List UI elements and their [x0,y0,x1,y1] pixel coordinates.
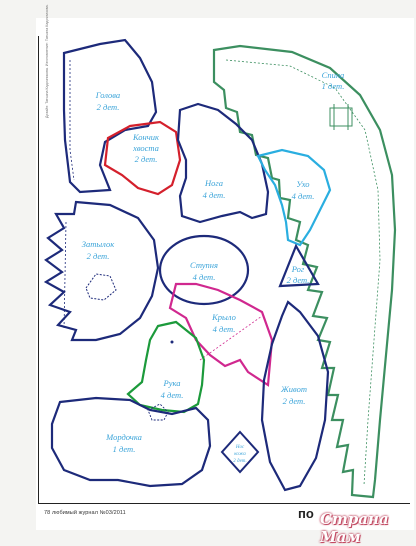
piece-noga-count: 4 дет. [203,190,226,200]
piece-noga-label: Нога [204,178,223,188]
piece-rog-count: 2 дет. [287,275,310,285]
piece-mordochka-outline [50,396,212,488]
piece-stupnya-outline [158,234,250,306]
piece-ruka-label: Рука [163,378,181,388]
piece-konchik-outline [103,120,182,196]
piece-spina-fold [225,59,381,486]
sheet-bottom-border [38,503,410,504]
piece-krylo-outline [168,282,274,387]
piece-zatylok-notch [85,273,117,301]
piece-golova-outline [62,38,158,194]
piece-krylo-count: 4 дет. [213,324,236,334]
piece-zhivot-label: Живот [280,384,307,394]
piece-mordochka-label: Мордочка [105,432,142,442]
piece-zhivot-count: 2 дет. [283,396,306,406]
piece-nos-outline [220,430,260,474]
piece-nos-label-2: кожа [234,452,246,457]
piece-ukho-outline [256,148,332,247]
piece-spina-count: 1 дет. [322,81,345,91]
watermark-logo: Страна Мам [320,510,389,546]
piece-stupnya-count: 4 дет. [193,272,216,282]
piece-zhivot-outline [260,300,330,492]
piece-konchik-count: 2 дет. [135,154,158,164]
piece-mordochka-inner [147,403,169,421]
piece-rog-outline [278,243,320,288]
piece-zatylok-label: Затылок [82,239,115,249]
piece-nos-count: 2 дет. [233,459,246,464]
piece-krylo-seam [199,315,263,361]
footer-brand: по [298,506,314,521]
piece-ukho-count: 4 дет. [292,191,315,201]
piece-konchik-label-2: хвоста [132,143,159,153]
piece-spina-label: Спина [322,70,345,80]
piece-ruka-outline [126,320,206,414]
piece-ruka-dot [170,340,174,344]
piece-nos-label-1: Нос [235,445,245,450]
piece-golova-label: Голова [95,90,120,100]
piece-konchik-label-1: Кончик [132,132,160,142]
piece-ukho-label: Ухо [296,179,309,189]
piece-mordochka-count: 1 дет. [113,444,136,454]
sheet-left-border [38,36,39,504]
piece-noga-outline [176,102,270,224]
piece-golova-count: 2 дет. [97,102,120,112]
piece-krylo-label: Крыло [211,312,236,322]
piece-spina-outline [212,44,397,499]
piece-zatylok-count: 2 дет. [87,251,110,261]
piece-stupnya-label: Ступня [190,260,218,270]
piece-ruka-count: 4 дет. [161,390,184,400]
page-footer-text: 78 любимый журнал №03/2011 [44,510,126,516]
piece-zatylok-seam [63,221,67,331]
piece-zatylok-outline [43,200,160,342]
piece-spina-notch [329,104,353,130]
piece-golova-seam [69,60,75,181]
credits-text: Дизайн: Татьяна Кадочникова. Изготовлени… [45,4,49,118]
piece-rog-label: Рог [291,264,305,274]
